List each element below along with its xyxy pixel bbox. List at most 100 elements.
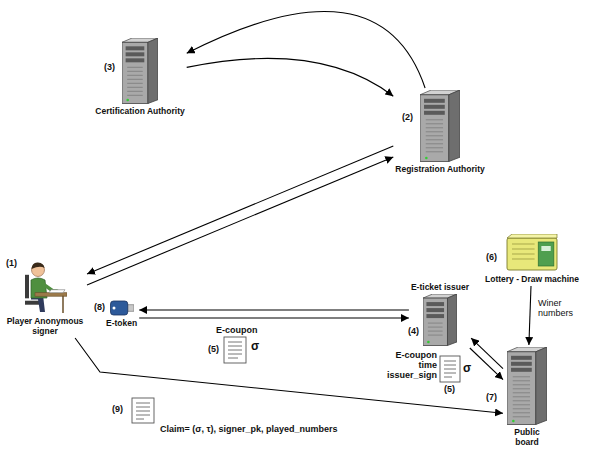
callout-number: (4) <box>408 326 419 336</box>
server-front <box>420 95 449 162</box>
document-line <box>136 403 150 404</box>
person-hair <box>32 262 45 269</box>
drive-bay <box>511 362 532 366</box>
server-grille <box>513 400 530 401</box>
server-grille <box>428 327 443 328</box>
edge-label: Winer numbers <box>537 298 587 318</box>
document-line <box>444 361 456 362</box>
server-grille <box>127 67 143 68</box>
server-grille <box>426 151 443 152</box>
document-icon <box>132 398 154 423</box>
server-grille <box>428 323 443 324</box>
drive-bay <box>426 308 444 312</box>
server-icon <box>423 294 457 346</box>
server-front <box>507 352 536 425</box>
node-caption: Lottery - Draw machine <box>485 274 579 284</box>
machine-slot <box>512 254 535 255</box>
server-grille <box>513 388 530 389</box>
callout-number: (1) <box>6 258 17 268</box>
server-grille <box>428 331 443 332</box>
callout-number: (3) <box>104 62 115 72</box>
server-grille <box>426 147 443 148</box>
document-line <box>136 419 144 420</box>
server-grille <box>426 119 443 120</box>
server-led <box>512 420 515 423</box>
chair-seat <box>25 301 39 305</box>
annotation-label: issuer_sign <box>387 370 437 380</box>
server-node: Registration Authority <box>393 88 486 176</box>
server-grille <box>127 87 143 88</box>
connector-arrow <box>75 338 503 413</box>
document-line <box>444 373 456 374</box>
server-grille <box>513 396 530 397</box>
node-caption: E-ticket issuer <box>411 282 469 292</box>
server-grille <box>127 91 143 92</box>
server-side <box>449 90 460 162</box>
annotation-label: E-coupon <box>216 325 258 335</box>
document-line <box>136 407 150 408</box>
server-front <box>423 298 447 345</box>
document-line <box>228 358 238 359</box>
connector-arrow <box>187 12 425 88</box>
drive-bay <box>424 111 445 115</box>
document-line <box>228 350 242 351</box>
server-grille <box>513 384 530 385</box>
server-side <box>148 38 158 104</box>
server-grille <box>513 404 530 405</box>
server-node: E-ticket issuer <box>409 280 471 348</box>
annotation-label: E-coupon <box>396 350 438 360</box>
server-grille <box>426 143 443 144</box>
machine-top <box>507 234 557 238</box>
callout-number: (5) <box>444 384 455 394</box>
server-grille <box>513 376 530 377</box>
server-led <box>425 157 428 160</box>
chair-back <box>25 275 29 299</box>
desk-top <box>35 293 67 297</box>
desk-paper <box>49 290 65 293</box>
server-grille <box>127 79 143 80</box>
server-node: Lottery - Draw machine <box>483 232 581 286</box>
machine-slot <box>512 249 535 250</box>
server-side <box>536 347 547 425</box>
connector-arrow <box>87 146 393 274</box>
server-grille <box>513 416 530 417</box>
callout-number: (5) <box>208 344 219 354</box>
machine-slot <box>512 259 535 260</box>
connector-arrow <box>87 157 393 285</box>
server-icon <box>507 347 547 425</box>
node-caption: Player Anonymous signer <box>5 316 85 336</box>
token-body <box>110 301 127 315</box>
server-grille <box>426 139 443 140</box>
drive-bay <box>426 314 444 318</box>
connector-arrow <box>139 317 409 318</box>
server-grille <box>127 83 143 84</box>
machine-screen <box>541 246 550 251</box>
connector-arrow <box>471 338 503 369</box>
connector-arrow <box>187 58 394 96</box>
server-node: Public board <box>503 345 551 449</box>
drive-bay <box>511 356 532 360</box>
lottery-icon <box>506 234 558 272</box>
node-caption: Certification Authority <box>95 106 184 116</box>
server-grille <box>426 127 443 128</box>
machine-body <box>507 238 557 270</box>
drive-bay <box>126 46 145 50</box>
drive-bay <box>424 99 445 103</box>
annotation-label: σ <box>251 341 259 351</box>
server-grille <box>513 408 530 409</box>
machine-slot <box>512 244 535 245</box>
connector-arrow <box>139 309 409 310</box>
document-line <box>136 411 150 412</box>
document-line <box>228 346 242 347</box>
drive-bay <box>511 368 532 372</box>
document-icon <box>440 356 460 382</box>
drive-bay <box>424 105 445 109</box>
document-page <box>224 337 246 363</box>
annotation-label: time <box>418 360 437 370</box>
token-ring <box>112 307 115 310</box>
server-grille <box>127 75 143 76</box>
machine-panel <box>538 242 554 266</box>
document-page <box>132 398 154 423</box>
